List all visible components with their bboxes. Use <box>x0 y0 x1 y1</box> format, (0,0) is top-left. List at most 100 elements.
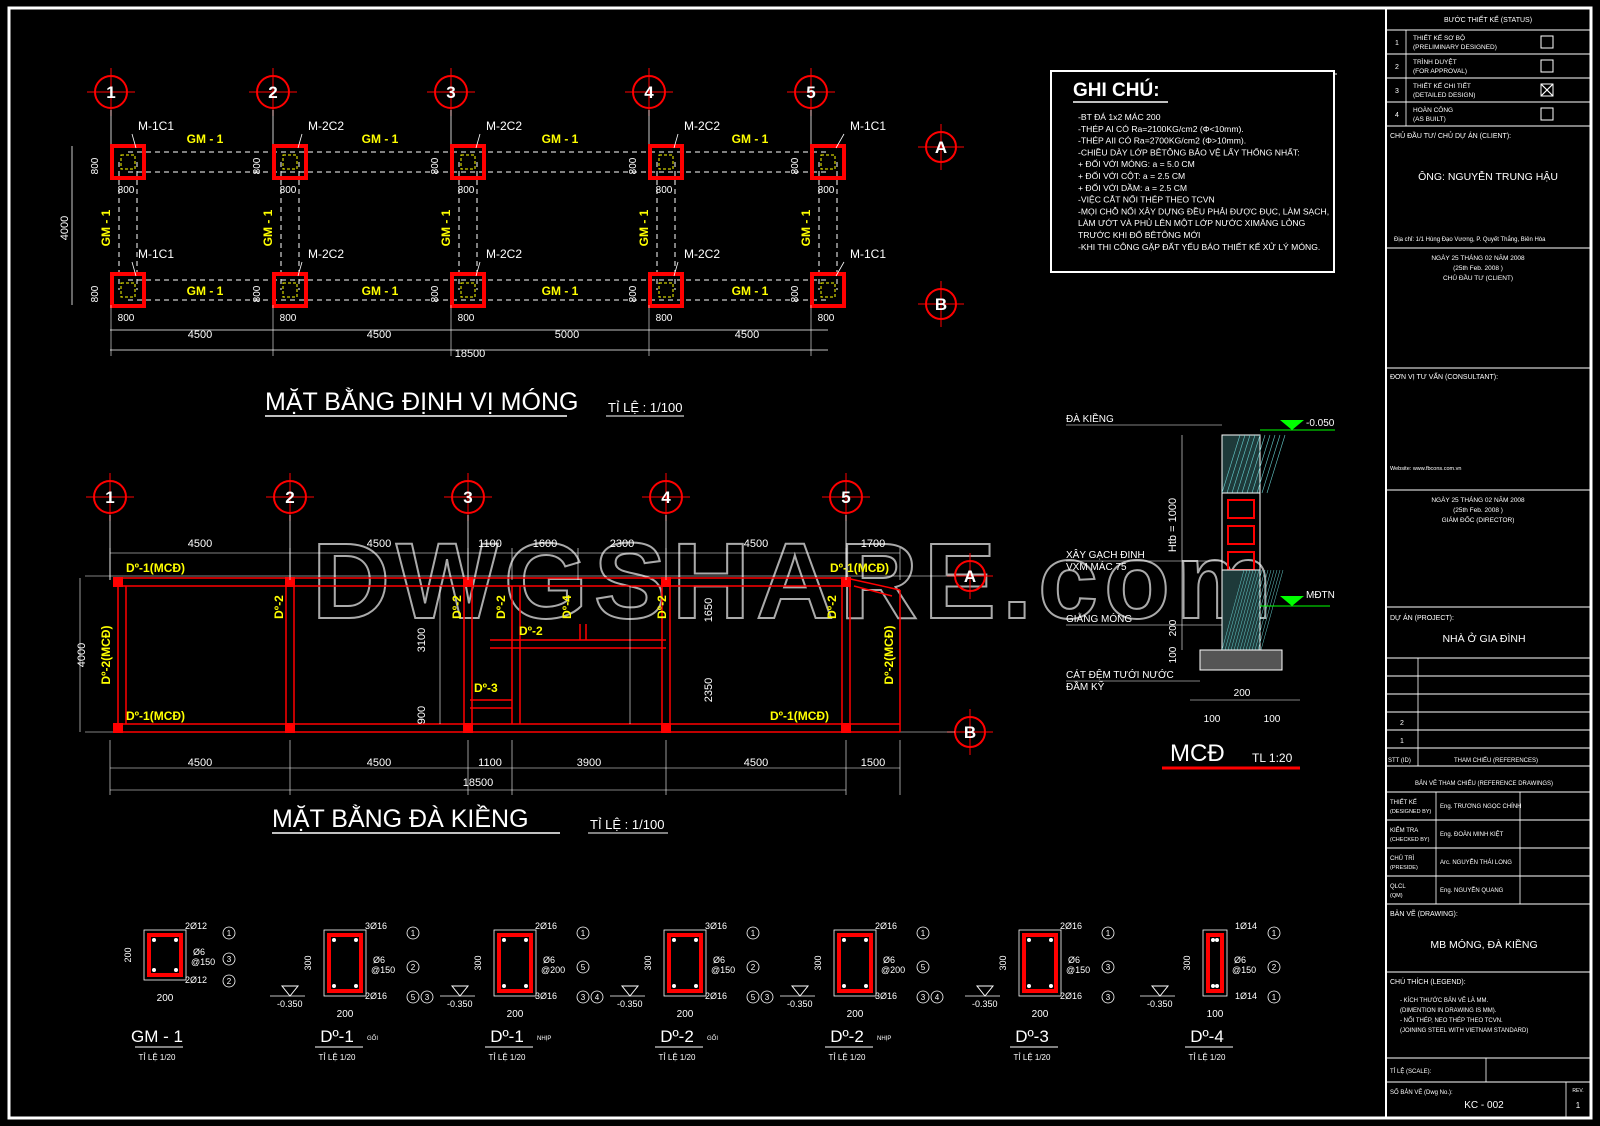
mcd-label: XÂY GẠCH ĐINH <box>1066 548 1145 561</box>
rebar-top: 2Ø16 <box>875 921 897 931</box>
section-height: 300 <box>473 955 483 970</box>
rebar-mark-circle <box>916 990 930 1004</box>
check-x <box>1540 83 1554 97</box>
rev-row: 1 <box>1400 738 1404 745</box>
note-line: -THÉP AII CÓ Ra=2700KG/cm2 (Φ>10mm). <box>1078 136 1246 146</box>
foundation-plan-title: MẶT BẰNG ĐỊNH VỊ MÓNG <box>265 387 578 416</box>
legend-line: (JOINING STEEL WITH VIETNAM STANDARD) <box>1400 1028 1528 1034</box>
column-mark <box>841 723 851 733</box>
rebar <box>842 984 846 988</box>
leader <box>297 133 303 149</box>
status-en: (AS BUILT) <box>1413 116 1446 123</box>
footing <box>110 144 146 180</box>
section-scale: TỈ LỆ 1/20 <box>1189 1053 1226 1062</box>
person-role: KIỂM TRA <box>1390 827 1418 834</box>
dim-text: 4500 <box>188 538 212 550</box>
hatch <box>1261 434 1281 494</box>
dim-text: 4500 <box>735 329 759 341</box>
column-mark <box>285 723 295 733</box>
beam-label-vertical: GM - 1 <box>261 209 275 246</box>
rebar-mark: 3 <box>765 993 770 1002</box>
section-stirrup <box>497 933 533 993</box>
rebar-mark: 1 <box>581 929 586 938</box>
tie-beam-label: Dº-1(MCĐ) <box>126 709 185 723</box>
mcd-label: ĐẦM KỸ <box>1066 680 1105 693</box>
rebar-mark: 2 <box>411 963 416 972</box>
stirrup-spacing: @150 <box>711 965 735 975</box>
section-height: 200 <box>123 947 133 962</box>
rebar-mark-circle <box>746 960 760 974</box>
hatch <box>1260 569 1284 651</box>
hatch <box>1221 434 1241 494</box>
status-checkbox <box>1540 59 1554 73</box>
dim: 200 <box>1234 688 1251 699</box>
footing-tag: M-2C2 <box>486 119 522 133</box>
note-line: -VIỆC CẮT NỐI THÉP THEO TCVN <box>1078 194 1215 205</box>
rebar-mark-circle <box>746 990 760 1004</box>
rebar <box>354 984 358 988</box>
total-dim: 18500 <box>455 348 486 360</box>
footing-tag: M-1C1 <box>850 247 886 261</box>
status-vn: TRÌNH DUYỆT <box>1413 57 1457 66</box>
status-checkbox <box>1540 107 1554 121</box>
rebar-mark-circle <box>406 960 420 974</box>
person-role-en: (PRESIDE) <box>1390 865 1418 871</box>
rebar-mark: 2 <box>1272 963 1277 972</box>
section-scale: TỈ LỆ 1/20 <box>829 1053 866 1062</box>
leader <box>297 261 303 277</box>
grid-bubble-3: 3 <box>446 83 455 102</box>
section-name: Dº-3 <box>1015 1027 1049 1046</box>
section-elev: -0.350 <box>1147 999 1173 1009</box>
rev-value: 1 <box>1576 1101 1581 1110</box>
brick <box>1227 499 1255 519</box>
status-checkbox <box>1540 35 1554 49</box>
rebar <box>332 938 336 942</box>
rebar-top: 2Ø12 <box>185 921 207 931</box>
rebar-mark-circle <box>930 990 944 1004</box>
section-scale: TỈ LỆ 1/20 <box>139 1053 176 1062</box>
rebar-bottom: 2Ø12 <box>185 975 207 985</box>
footing-height-dim: 800 <box>430 285 441 302</box>
hatch <box>1230 569 1254 651</box>
tie-beam-label: Dº-1(MCĐ) <box>830 561 889 575</box>
rebar-mark: 1 <box>1106 929 1111 938</box>
dim-text: 4500 <box>367 329 391 341</box>
inner-dim: 900 <box>416 706 428 724</box>
tie-beam-label-v: Dº-2 <box>450 595 464 619</box>
client-label: CHỦ ĐẦU TƯ/ CHỦ DỰ ÁN (CLIENT): <box>1390 130 1511 140</box>
rebar-mark-circle <box>1101 990 1115 1004</box>
status-no: 1 <box>1395 40 1399 47</box>
dim-text: 4500 <box>188 757 212 769</box>
column-outline <box>820 154 836 170</box>
dim-text: 1100 <box>478 757 502 769</box>
person-name: Eng. NGUYỄN QUANG <box>1440 887 1504 894</box>
hatch <box>1236 569 1260 651</box>
leader <box>131 261 137 277</box>
section-elev: -0.350 <box>787 999 813 1009</box>
leader <box>475 133 481 149</box>
dwg-no: KC - 002 <box>1464 1100 1504 1111</box>
note-line: -CHIỀU DÀY LỚP BÊTÔNG BẢO VỆ LẤY THỐNG N… <box>1078 146 1300 157</box>
dim-text: 4500 <box>367 538 391 550</box>
column-outline <box>120 154 136 170</box>
section-width: 200 <box>1032 1009 1049 1020</box>
rebar-mark-circle <box>1101 926 1115 940</box>
rebar <box>864 984 868 988</box>
footing-width-dim: 800 <box>280 185 297 196</box>
person-role-en: (CHECKED BY) <box>1390 837 1430 843</box>
project-name: NHÀ Ở GIA ĐÌNH <box>1442 632 1525 645</box>
dim-text: 1100 <box>478 538 502 550</box>
tb-grid-bubble-1: 1 <box>105 488 114 507</box>
grid-bubble-B: B <box>935 295 947 314</box>
rebar <box>1215 938 1219 942</box>
stirrup-dia: Ø6 <box>373 955 385 965</box>
footing-height-dim: 800 <box>790 285 801 302</box>
inner-dim: 2350 <box>703 678 715 702</box>
rebar-mark: 5 <box>411 993 416 1002</box>
dim: 200 <box>1168 619 1179 636</box>
column-outline <box>460 282 476 298</box>
tie-beam-label-v: Dº-2(MCĐ) <box>882 625 896 684</box>
date-line: (25th Feb. 2008 ) <box>1453 265 1503 272</box>
section-outline <box>493 929 537 997</box>
hatch <box>1251 569 1275 651</box>
